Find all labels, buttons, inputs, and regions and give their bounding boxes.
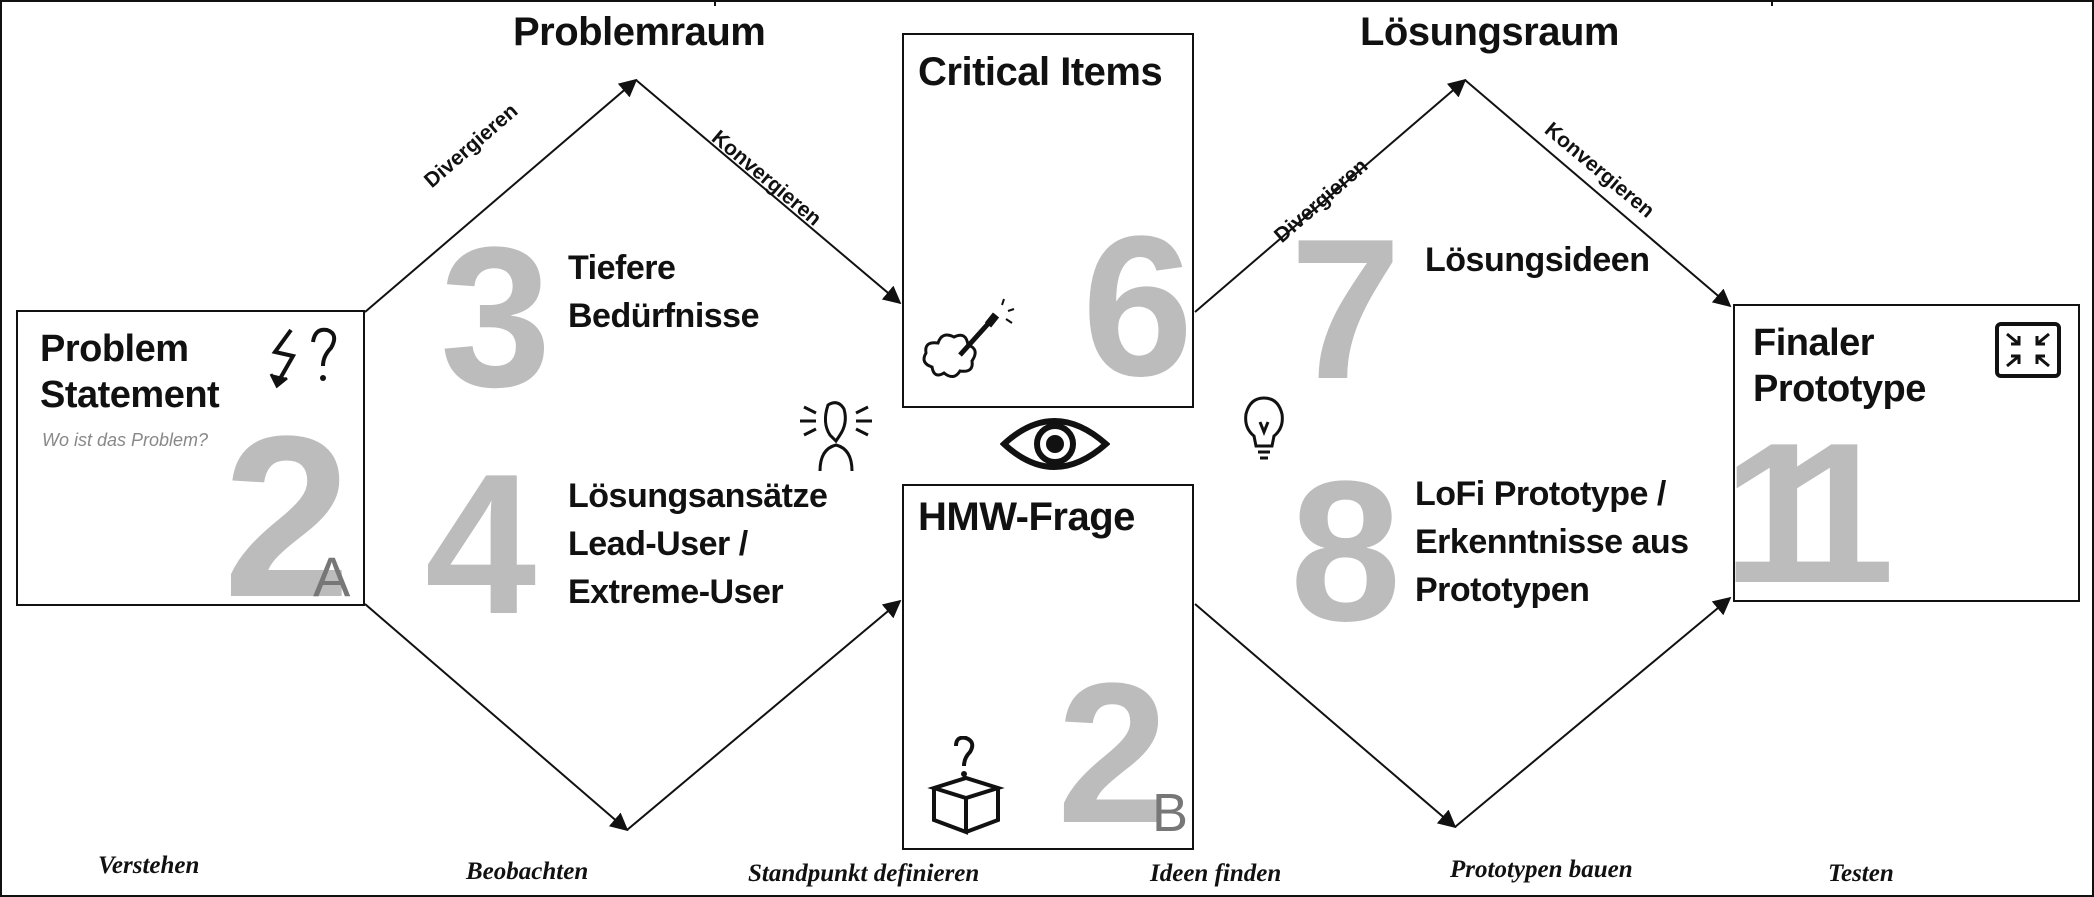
- problem-statement-box: 2 A Problem Statement Wo ist das Problem…: [16, 310, 365, 632]
- phase-testen: Testen: [1828, 860, 1894, 887]
- title-line-1: Finaler: [1753, 322, 1875, 364]
- problem-statement-subtitle: Wo ist das Problem?: [42, 430, 209, 450]
- problemraum-title: Problemraum: [513, 10, 766, 54]
- title-line-2: Statement: [40, 374, 220, 416]
- critical-items-box: 6 Critical Items: [902, 33, 1194, 408]
- step8-line-3: Prototypen: [1415, 571, 1590, 609]
- step8-line-2: Erkenntnisse aus: [1415, 523, 1689, 561]
- step3-line-1: Tiefere: [568, 249, 676, 287]
- eye-icon: [1000, 418, 1110, 470]
- phase-beobachten: Beobachten: [466, 858, 589, 885]
- question-box-icon: [927, 736, 1005, 835]
- arrow-converge-solution: [1464, 79, 1732, 308]
- step7-label: Lösungsideen: [1425, 241, 1650, 279]
- arrow-diverge-problem: [364, 78, 638, 313]
- step4-line-1: Lösungsansätze: [568, 477, 828, 515]
- step4-label: Lösungsansätze Lead-User / Extreme-User: [568, 472, 828, 616]
- step3-label: Tiefere Bedürfnisse: [568, 244, 760, 340]
- step-number-2a: 2: [223, 388, 351, 645]
- step-number-11: 11: [1723, 402, 1895, 625]
- step-number-3: 3: [440, 206, 552, 429]
- lightning-question-icon: [269, 327, 337, 389]
- arrow-converge-problem: [635, 79, 902, 305]
- step4-line-3: Extreme-User: [568, 573, 784, 611]
- listener-icon: [800, 401, 872, 472]
- phase-ideen-finden: Ideen finden: [1150, 860, 1282, 887]
- arrow-diverge-problem-bottom: [364, 603, 629, 832]
- critical-items-title: Critical Items: [918, 50, 1163, 94]
- arrow-diverge-solution: [1194, 78, 1467, 313]
- phase-prototypen-bauen: Prototypen bauen: [1450, 856, 1633, 883]
- hmw-title: HMW-Frage: [918, 495, 1135, 539]
- step-number-4: 4: [425, 433, 537, 656]
- step-suffix-a: A: [313, 545, 351, 608]
- phase-verstehen: Verstehen: [98, 852, 200, 879]
- arrow-converge-solution-bottom: [1454, 596, 1732, 828]
- step8-label: LoFi Prototype / Erkenntnisse aus Protot…: [1415, 470, 1689, 614]
- loesungsraum-title: Lösungsraum: [1360, 10, 1619, 54]
- title-line-2: Prototype: [1753, 368, 1926, 410]
- title-line-1: Problem: [40, 328, 189, 370]
- hmw-question-box: 2 B HMW-Frage: [902, 484, 1194, 854]
- step3-line-2: Bedürfnisse: [568, 297, 760, 335]
- final-prototype-title: Finaler Prototype: [1753, 320, 1926, 412]
- final-prototype-box: 11 Finaler Prototype: [1723, 304, 2080, 614]
- step8-line-1: LoFi Prototype /: [1415, 475, 1666, 513]
- arrow-diverge-solution-bottom: [1194, 603, 1457, 829]
- step-suffix-b: B: [1152, 783, 1189, 843]
- step-number-6: 6: [1082, 195, 1194, 418]
- phase-standpunkt: Standpunkt definieren: [748, 860, 980, 887]
- step-number-8: 8: [1290, 440, 1402, 663]
- magic-wand-icon: [922, 298, 1015, 378]
- step4-line-2: Lead-User /: [568, 525, 748, 563]
- step-number-2b: 2: [1057, 642, 1169, 865]
- compress-arrows-icon: [1995, 322, 2061, 378]
- step-number-7: 7: [1290, 198, 1402, 421]
- arrow-converge-problem-bottom: [626, 599, 902, 831]
- lightbulb-icon: [1244, 396, 1284, 460]
- problem-statement-title: Problem Statement: [40, 326, 220, 418]
